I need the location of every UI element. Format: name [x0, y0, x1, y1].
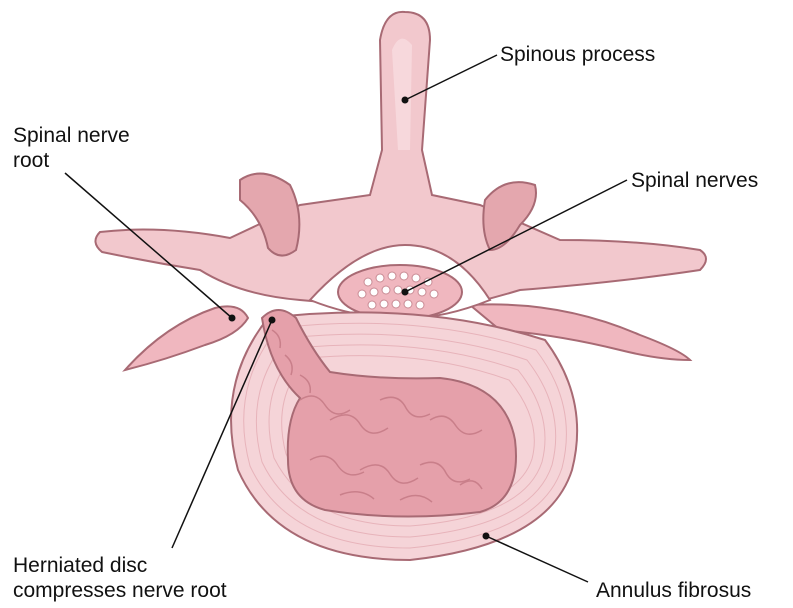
- label-spinal-nerve-root: Spinal nerve root: [13, 123, 130, 173]
- label-herniated-disc: Herniated disc compresses nerve root: [13, 553, 227, 603]
- label-herniated-disc-line2: compresses nerve root: [13, 578, 227, 603]
- label-annulus-fibrosus: Annulus fibrosus: [596, 578, 751, 603]
- label-spinal-nerves: Spinal nerves: [631, 168, 758, 193]
- label-herniated-disc-line1: Herniated disc: [13, 553, 227, 578]
- leader-annulus-fibrosus: [486, 536, 588, 582]
- label-spinal-nerve-root-line2: root: [13, 148, 130, 173]
- label-spinous-process: Spinous process: [500, 42, 655, 67]
- label-spinal-nerve-root-line1: Spinal nerve: [13, 123, 130, 148]
